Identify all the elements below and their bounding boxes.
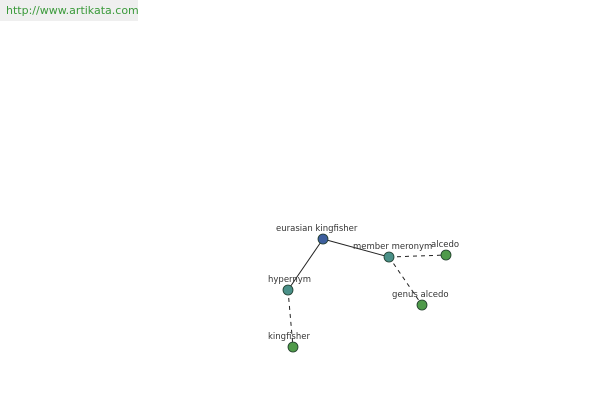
node-label-genus-alcedo[interactable]: genus alcedo bbox=[392, 290, 449, 300]
node-label-hypernym[interactable]: hypernym bbox=[268, 275, 311, 285]
edge-eurasian-kingfisher-to-member-meronym bbox=[322, 238, 390, 258]
node-kingfisher[interactable]: kingfisher bbox=[268, 332, 310, 353]
node-hypernym[interactable]: hypernym bbox=[268, 275, 311, 296]
node-circle-eurasian-kingfisher[interactable] bbox=[317, 233, 329, 245]
node-circle-genus-alcedo[interactable] bbox=[416, 299, 428, 311]
node-circle-alcedo[interactable] bbox=[440, 249, 452, 261]
node-member-meronym[interactable]: member meronym bbox=[353, 242, 432, 263]
edge-hypernym-to-kingfisher bbox=[287, 289, 294, 348]
node-alcedo[interactable]: alcedo bbox=[431, 240, 459, 261]
edge-member-meronym-to-alcedo bbox=[388, 254, 447, 258]
node-genus-alcedo[interactable]: genus alcedo bbox=[392, 290, 449, 311]
node-label-eurasian-kingfisher[interactable]: eurasian kingfisher bbox=[276, 224, 358, 234]
edge-member-meronym-to-genus-alcedo bbox=[388, 256, 423, 306]
edges-layer bbox=[287, 238, 447, 348]
nodes-layer: eurasian kingfisher member meronym hyperny… bbox=[268, 224, 459, 353]
node-eurasian-kingfisher[interactable]: eurasian kingfisher bbox=[276, 224, 358, 245]
node-circle-member-meronym[interactable] bbox=[383, 251, 395, 263]
node-circle-hypernym[interactable] bbox=[282, 284, 294, 296]
url-bar: http://www.artikata.com bbox=[0, 0, 139, 21]
node-label-member-meronym[interactable]: member meronym bbox=[353, 242, 432, 252]
edge-eurasian-kingfisher-to-hypernym bbox=[287, 238, 324, 291]
node-circle-kingfisher[interactable] bbox=[287, 341, 299, 353]
site-url-link[interactable]: http://www.artikata.com bbox=[6, 4, 139, 17]
node-label-alcedo[interactable]: alcedo bbox=[431, 240, 459, 250]
node-label-kingfisher[interactable]: kingfisher bbox=[268, 332, 310, 342]
